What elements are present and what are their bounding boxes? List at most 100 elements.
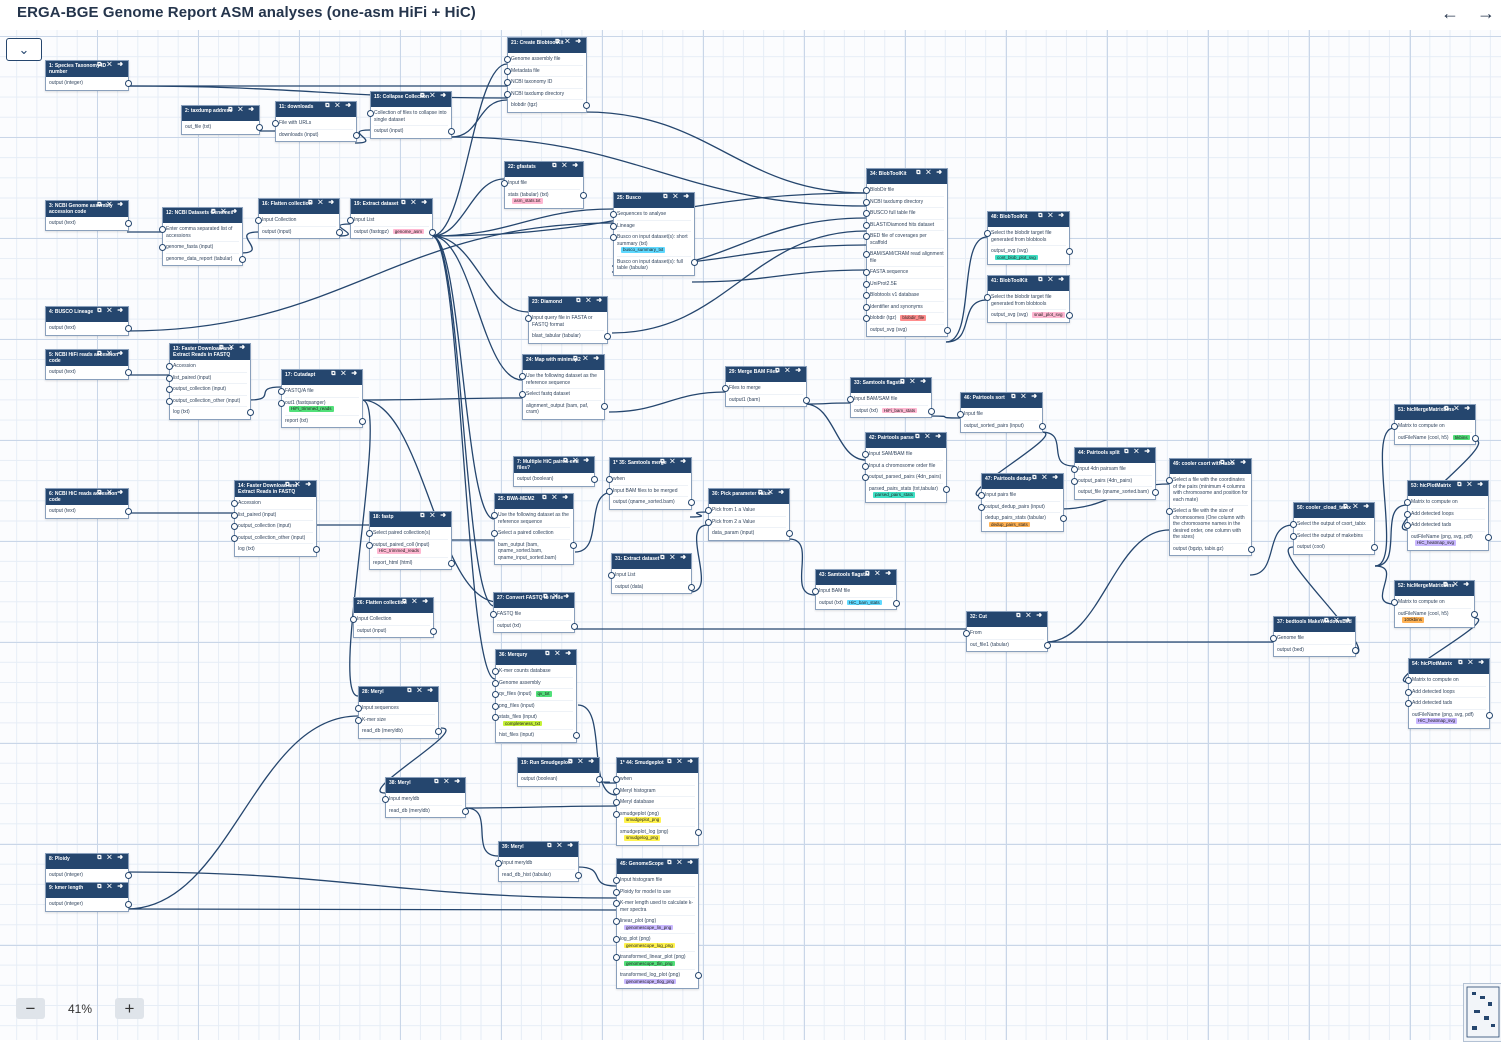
node-controls-icon[interactable]: ⧉ ✕ ➜ [758,490,786,496]
node-port[interactable]: transformed_log_plot (png)genomescope_tl… [620,970,702,987]
node-controls-icon[interactable]: ⧉ ✕ ➜ [568,759,596,765]
node-title[interactable]: 33: Samtools flagstat⧉ ✕ ➜ [851,378,931,393]
node-port[interactable]: Input meryldb [382,794,462,806]
port-connector-icon[interactable] [984,294,991,301]
node-port[interactable]: BlobDir file [863,185,944,197]
node-port[interactable]: Pick from 1 a Value [705,505,786,517]
node-port[interactable]: transformed_linear_plot (png)genomescope… [613,952,695,970]
node-port[interactable]: Add detected loops [1405,687,1486,698]
node-port[interactable]: output (boolean) [517,474,598,485]
workflow-node[interactable]: 51: hicMergeMatrixBins⧉ ✕ ➜Matrix to com… [1391,404,1479,445]
node-port[interactable]: K-mer length used to calculate k-mer spe… [613,898,695,916]
port-connector-icon[interactable] [957,411,964,418]
port-connector-icon[interactable] [125,325,132,332]
port-connector-icon[interactable] [1352,646,1359,654]
port-connector-icon[interactable] [613,799,620,806]
port-connector-icon[interactable] [1290,532,1297,540]
port-connector-icon[interactable] [1071,466,1078,473]
port-connector-icon[interactable] [863,292,870,299]
port-connector-icon[interactable] [430,627,437,635]
port-connector-icon[interactable] [613,888,620,896]
node-title[interactable]: 21: Create BlobtoolKit⧉ ✕ ➜ [508,38,586,53]
node-title[interactable]: 23: Diamond⧉ ✕ ➜ [529,297,607,312]
node-controls-icon[interactable]: ⧉ ✕ ➜ [1032,475,1060,481]
workflow-node[interactable]: 54: hicPlotMatrix⧉ ✕ ➜Matrix to compute … [1405,658,1493,729]
node-port[interactable]: output_svg (svg)cont_blob_plot_svg [991,246,1073,263]
node-title[interactable]: 24: Map with minimap2⧉ ✕ ➜ [523,355,604,370]
output-label-tag[interactable]: busco_summary_txt [621,247,666,253]
node-port[interactable]: Input BAM file [812,586,893,598]
node-title[interactable]: 25: BWA-MEM2⧉ ✕ ➜ [495,494,573,509]
node-controls-icon[interactable]: ⧉ ✕ ➜ [1458,660,1486,666]
workflow-node[interactable]: 41: BlobToolKit⧉ ✕ ➜Select the blobdir t… [984,275,1073,323]
node-port[interactable]: genome_fasta (input) [159,242,239,254]
port-connector-icon[interactable] [448,559,455,567]
port-connector-icon[interactable] [1166,508,1173,515]
node-title[interactable]: 38: Meryl⧉ ✕ ➜ [386,778,465,793]
node-controls-icon[interactable]: ⧉ ✕ ➜ [420,513,448,519]
port-connector-icon[interactable] [1485,533,1492,541]
port-connector-icon[interactable] [355,705,362,712]
node-controls-icon[interactable]: ⧉ ✕ ➜ [1124,449,1152,455]
node-port[interactable]: smudgeplot (png)smudgeplot_png [613,809,695,827]
port-connector-icon[interactable] [278,388,285,395]
port-connector-icon[interactable] [1486,711,1493,719]
node-port[interactable]: output_collection_other (input) [166,396,247,407]
port-connector-icon[interactable] [231,500,238,507]
node-port[interactable]: FASTQ file [490,609,571,621]
node-port[interactable]: output_pairs (4dn_pairs) [1071,476,1152,487]
port-connector-icon[interactable] [353,131,360,139]
node-port[interactable]: linear_plot (png)genomescope_lin_png [613,916,695,934]
node-port[interactable]: FASTQ/A file [278,386,359,398]
node-port[interactable]: output_file (qname_sorted.bam) [1078,487,1159,498]
node-controls-icon[interactable]: ⧉ ✕ ➜ [775,368,803,374]
port-connector-icon[interactable] [501,180,508,187]
workflow-node[interactable]: 9: kmer length⧉ ✕ ➜output (integer) [45,882,132,912]
output-label-tag[interactable]: 5kbins [1452,434,1470,440]
node-controls-icon[interactable]: ⧉ ✕ ➜ [900,379,928,385]
node-port[interactable]: Enter comma separated list of accessions [159,224,239,242]
port-connector-icon[interactable] [313,546,320,553]
node-title[interactable]: 2: taxdump address⧉ ✕ ➜ [182,106,259,121]
port-connector-icon[interactable] [786,530,793,537]
node-port[interactable]: K-mer size [355,715,435,726]
node-title[interactable]: 36: Merqury⧉ ✕ ➜ [496,650,576,665]
port-connector-icon[interactable] [863,251,870,258]
port-connector-icon[interactable] [1471,610,1478,618]
node-port[interactable]: Input 4dn pairsam file [1071,464,1152,476]
workflow-node[interactable]: 12: NCBI Datasets Genomes⧉ ✕ ➜Enter comm… [159,207,246,266]
node-port[interactable]: output (bed) [1277,645,1359,656]
port-connector-icon[interactable] [863,280,870,288]
node-port[interactable]: BUSCO full table file [863,208,944,220]
port-connector-icon[interactable] [359,417,366,425]
port-connector-icon[interactable] [367,110,374,117]
port-connector-icon[interactable] [606,487,613,495]
node-port[interactable]: Matrix to compute on [1391,597,1471,609]
node-port[interactable]: read_db (meryldb) [389,806,469,817]
node-title[interactable]: 42: Pairtools parse⧉ ✕ ➜ [866,433,946,448]
workflow-node[interactable]: 30: Pick parameter value⧉ ✕ ➜Pick from 1… [705,488,793,541]
node-port[interactable]: Select the output of csort_tabix [1290,519,1371,531]
port-connector-icon[interactable] [812,588,819,595]
output-label-tag[interactable]: HiC_bam_stats [846,599,882,605]
port-connector-icon[interactable] [863,303,870,311]
port-connector-icon[interactable] [863,221,870,229]
node-port[interactable]: Input SAM/BAM file [862,449,943,461]
port-connector-icon[interactable] [272,120,279,127]
zoom-out-button[interactable]: − [16,998,45,1019]
node-port[interactable]: outFileName (cool, h5)100kbins [1398,609,1478,626]
port-connector-icon[interactable] [943,485,950,493]
port-connector-icon[interactable] [382,796,389,803]
node-port[interactable]: Identifier and synonyms [863,302,944,313]
node-title[interactable]: 22: gfastats⧉ ✕ ➜ [505,162,583,177]
output-label-tag[interactable]: asm_stats.txt [512,198,543,204]
node-controls-icon[interactable]: ⧉ ✕ ➜ [542,495,570,501]
port-connector-icon[interactable] [610,211,617,218]
port-connector-icon[interactable] [504,56,511,63]
node-controls-icon[interactable]: ⧉ ✕ ➜ [97,202,125,208]
node-port[interactable]: output (qname_sorted.bam) [613,497,695,508]
